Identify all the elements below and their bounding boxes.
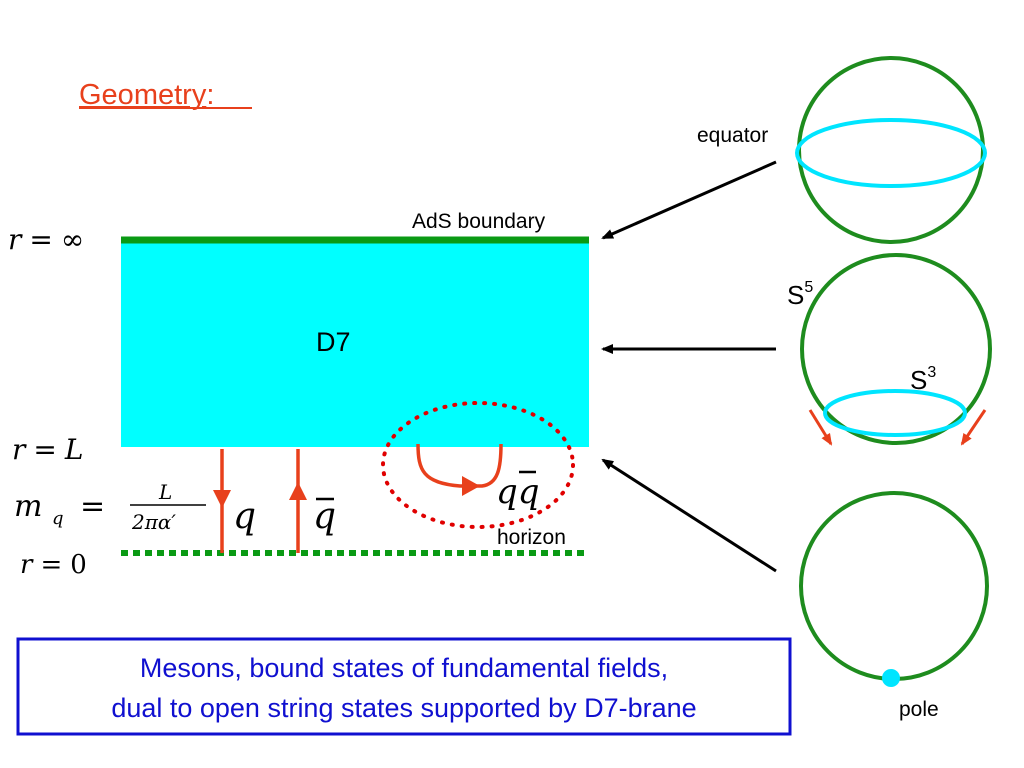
ads-boundary-label: AdS boundary xyxy=(412,210,546,233)
r-L-label: r=L xyxy=(12,433,83,466)
arrow-equator-to-boundary xyxy=(601,160,777,240)
sphere-top xyxy=(797,56,985,244)
r-zero-label: r=0 xyxy=(20,550,87,580)
q-label: q xyxy=(233,496,256,537)
mq-numerator: L xyxy=(158,480,172,504)
string-qbar-arrow xyxy=(289,482,307,500)
string-q-arrow xyxy=(213,490,231,508)
sphere-bottom xyxy=(799,491,989,681)
qbar-label: q xyxy=(313,496,336,537)
pole-dot xyxy=(882,669,900,687)
qqbar-label: qq xyxy=(496,472,540,512)
caption-box xyxy=(16,637,792,736)
sphere-middle xyxy=(800,253,992,445)
title-text: Geometry xyxy=(79,79,207,111)
mq-symbol: m xyxy=(14,489,42,524)
arrow-pole-to-horizon xyxy=(601,458,777,573)
s3-shrink-arrow-right xyxy=(960,409,987,446)
mq-denominator: 2πα′ xyxy=(131,510,176,534)
s3-shrink-arrow-left xyxy=(808,409,833,446)
meson-string xyxy=(416,443,503,488)
meson-dotted-circle xyxy=(381,401,575,529)
title-suffix: : xyxy=(206,79,214,111)
meson-string-arrow xyxy=(462,476,480,496)
mq-formula: m q = L 2πα′ xyxy=(14,480,206,534)
title: Geometry: xyxy=(79,79,214,111)
pole-label: pole xyxy=(899,698,939,721)
equator-ellipse xyxy=(795,118,987,188)
caption-line-1: Mesons, bound states of fundamental fiel… xyxy=(140,653,668,683)
horizon-label: horizon xyxy=(497,526,566,549)
d7-brane-region xyxy=(121,240,589,447)
mq-equals: = xyxy=(80,489,105,524)
s5-label: S5 xyxy=(787,279,813,310)
s3-label: S3 xyxy=(910,364,936,395)
r-infinity-label: r=∞ xyxy=(8,223,84,256)
mq-subscript: q xyxy=(52,508,64,529)
equator-label: equator xyxy=(697,124,768,147)
caption-line-2: dual to open string states supported by … xyxy=(111,693,696,723)
d7-label: D7 xyxy=(316,327,351,357)
s3-ellipse xyxy=(823,389,967,437)
